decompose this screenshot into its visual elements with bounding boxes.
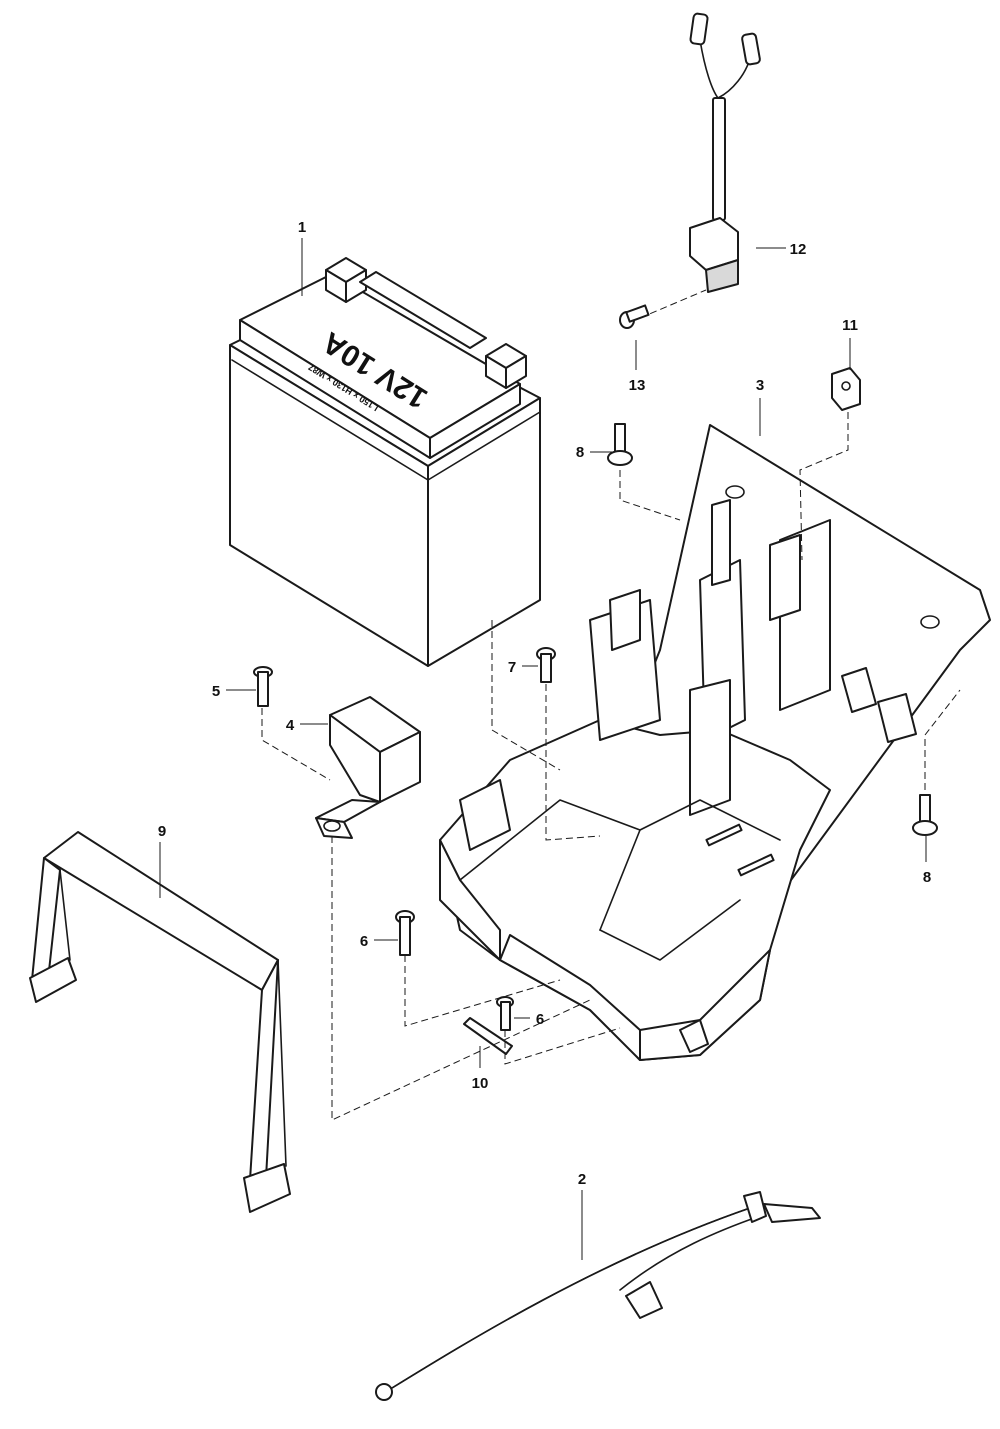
wire-connector-part[interactable] — [689, 12, 761, 293]
callout-11: 11 — [842, 317, 858, 334]
callout-numbers: 1 12 11 13 3 8 7 5 4 9 8 6 6 10 2 — [158, 219, 931, 1188]
battery-part[interactable] — [229, 257, 541, 667]
callout-6-left: 6 — [360, 933, 368, 950]
callout-9: 9 — [158, 823, 166, 840]
bolt-part-8-lower[interactable] — [912, 794, 938, 836]
callout-2: 2 — [578, 1171, 586, 1188]
callout-8-upper: 8 — [576, 444, 584, 461]
strip-part-10[interactable] — [463, 1017, 513, 1055]
callout-1: 1 — [298, 219, 306, 236]
callout-10: 10 — [472, 1075, 489, 1092]
clip-part[interactable] — [831, 367, 861, 411]
screw-part-7[interactable] — [536, 647, 556, 683]
bracket-part[interactable] — [315, 696, 421, 839]
callout-13: 13 — [629, 377, 646, 394]
small-screw-part[interactable] — [619, 304, 650, 329]
leader-lines — [159, 238, 927, 1260]
screw-part-6-lower[interactable] — [496, 996, 514, 1031]
battery-tray-part[interactable] — [439, 424, 991, 1061]
callout-3: 3 — [756, 377, 764, 394]
screw-part-5[interactable] — [253, 666, 273, 707]
callout-12: 12 — [790, 241, 807, 258]
bolt-part-8-upper[interactable] — [607, 423, 633, 466]
dashed-alignment-lines — [261, 289, 961, 1121]
callout-8-lower: 8 — [923, 869, 931, 886]
callout-7: 7 — [508, 659, 516, 676]
cable-part-2[interactable] — [375, 1191, 821, 1401]
strap-part-9[interactable] — [29, 831, 291, 1213]
callout-6-lower: 6 — [536, 1011, 544, 1028]
callout-5: 5 — [212, 683, 220, 700]
screw-part-6-left[interactable] — [395, 910, 415, 956]
callout-4: 4 — [286, 717, 295, 734]
